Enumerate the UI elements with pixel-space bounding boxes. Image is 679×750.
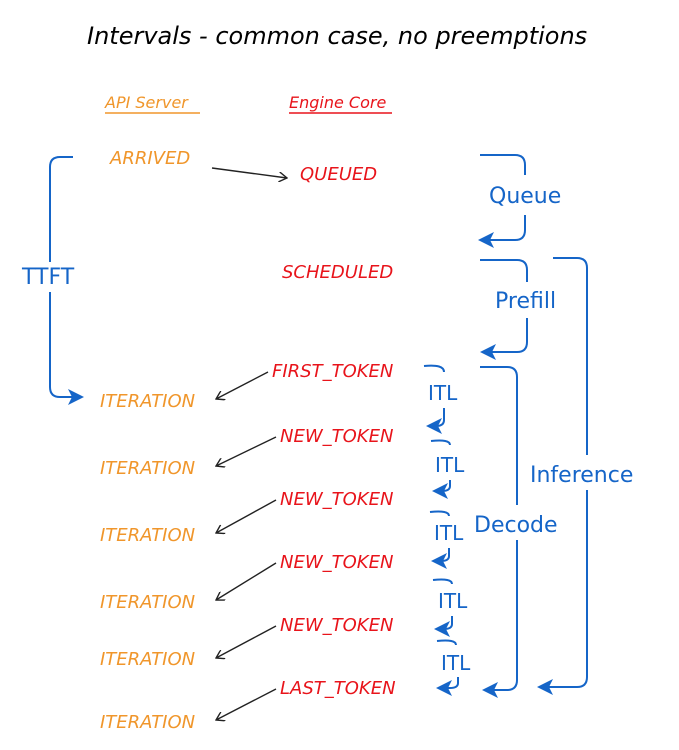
event-new-token: NEW_TOKEN — [280, 552, 393, 573]
engine-events: QUEUED SCHEDULED FIRST_TOKEN NEW_TOKEN N… — [272, 164, 396, 699]
event-iteration: ITERATION — [100, 458, 195, 479]
iteration-events: ITERATION ITERATION ITERATION ITERATION … — [100, 391, 195, 733]
column-engine-core: Engine Core — [289, 93, 386, 112]
event-iteration: ITERATION — [100, 525, 195, 546]
diagram-title: Intervals - common case, no preemptions — [87, 22, 587, 50]
decode-bracket — [480, 366, 518, 690]
label-itl: ITL — [434, 521, 464, 545]
inference-bracket — [541, 257, 588, 687]
itl-bracket — [433, 578, 453, 630]
label-prefill: Prefill — [495, 289, 556, 314]
itl-bracket — [437, 639, 459, 689]
label-decode: Decode — [474, 513, 558, 538]
event-iteration: ITERATION — [100, 391, 195, 412]
token-to-iteration-arrow — [216, 625, 277, 658]
event-queued: QUEUED — [300, 164, 377, 185]
event-new-token: NEW_TOKEN — [280, 489, 393, 510]
ttft-bracket — [49, 156, 80, 397]
token-to-iteration-arrow — [216, 688, 277, 720]
arrived-to-queued-arrow — [211, 167, 287, 178]
token-to-iteration-arrow — [216, 499, 277, 533]
interval-brackets — [49, 154, 588, 690]
label-itl: ITL — [438, 589, 468, 613]
event-iteration: ITERATION — [100, 649, 195, 670]
event-scheduled: SCHEDULED — [282, 262, 393, 283]
itl-bracket — [424, 364, 445, 426]
label-queue: Queue — [489, 184, 561, 209]
event-iteration: ITERATION — [100, 592, 195, 613]
itl-bracket — [431, 439, 451, 492]
queue-bracket — [480, 154, 526, 240]
itl-bracket — [430, 510, 450, 562]
column-api-server: API Server — [104, 93, 189, 112]
interval-labels: TTFT Queue Prefill Decode Inference ITL … — [21, 184, 633, 675]
event-iteration: ITERATION — [100, 712, 195, 733]
token-to-iteration-arrow — [216, 562, 277, 600]
event-arrows — [211, 167, 287, 720]
event-new-token: NEW_TOKEN — [280, 426, 393, 447]
event-last-token: LAST_TOKEN — [280, 678, 396, 699]
token-to-iteration-arrow — [216, 436, 277, 466]
prefill-bracket — [480, 259, 528, 352]
label-ttft: TTFT — [21, 265, 75, 290]
event-arrived: ARRIVED — [109, 148, 190, 169]
label-inference: Inference — [530, 463, 633, 488]
label-itl: ITL — [428, 381, 458, 405]
label-itl: ITL — [435, 453, 465, 477]
token-to-iteration-arrow — [216, 371, 269, 399]
event-first-token: FIRST_TOKEN — [272, 361, 393, 382]
label-itl: ITL — [441, 651, 471, 675]
event-new-token: NEW_TOKEN — [280, 615, 393, 636]
